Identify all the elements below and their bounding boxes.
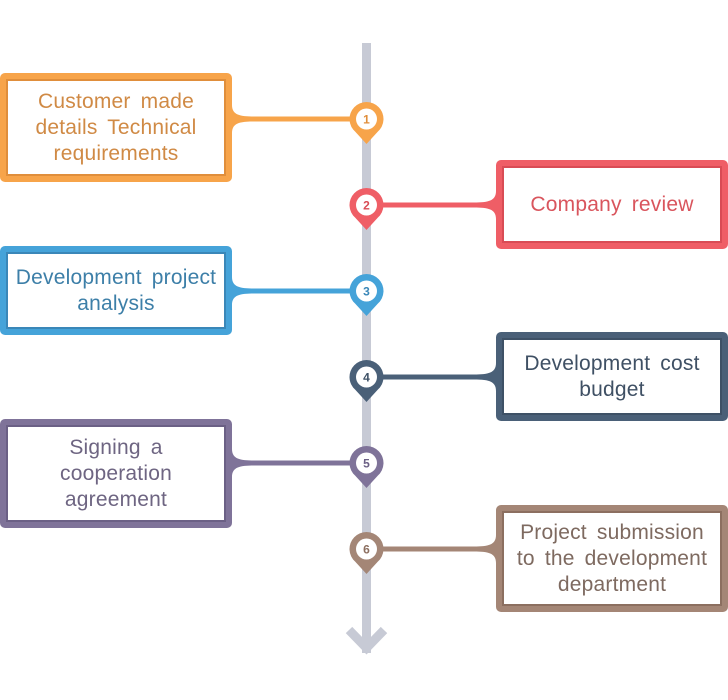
connector-line [232, 105, 355, 133]
timeline-arrow-down-icon [345, 626, 388, 655]
step-box: Development cost budget [496, 332, 728, 421]
step-number: 1 [363, 113, 370, 127]
step-pin-marker: 1 [349, 102, 384, 144]
step-box: Project submission to the development de… [496, 505, 728, 612]
step-number: 4 [363, 371, 370, 385]
pin-inner-circle [356, 280, 377, 302]
step-label: Customer made details Technical requirem… [6, 79, 226, 176]
pin-inner-circle [356, 366, 377, 388]
connector-line [378, 363, 496, 391]
pin-inner-circle [356, 538, 377, 560]
connector-line [378, 191, 496, 219]
step-pin-marker: 6 [349, 532, 384, 574]
step-number: 2 [363, 199, 370, 213]
step-label: Project submission to the development de… [502, 511, 722, 606]
connector-line [378, 535, 496, 563]
connector-line [232, 277, 355, 305]
step-box: Customer made details Technical requirem… [0, 73, 232, 182]
step-label: Company review [502, 166, 722, 243]
pin-inner-circle [356, 452, 377, 474]
pin-inner-circle [356, 108, 377, 130]
connector-line [232, 449, 355, 477]
step-pin-marker: 5 [349, 446, 384, 488]
step-label: Signing a cooperation agreement [6, 425, 226, 522]
step-box: Company review [496, 160, 728, 249]
step-pin-marker: 4 [349, 360, 384, 402]
step-box: Development project analysis [0, 246, 232, 335]
step-label: Development cost budget [502, 338, 722, 415]
step-box: Signing a cooperation agreement [0, 419, 232, 528]
timeline-axis-line [362, 43, 371, 653]
step-pin-marker: 3 [349, 274, 384, 316]
pin-inner-circle [356, 194, 377, 216]
step-label: Development project analysis [6, 252, 226, 329]
step-number: 5 [363, 457, 370, 471]
step-pin-marker: 2 [349, 188, 384, 230]
step-number: 6 [363, 543, 370, 557]
step-number: 3 [363, 285, 370, 299]
